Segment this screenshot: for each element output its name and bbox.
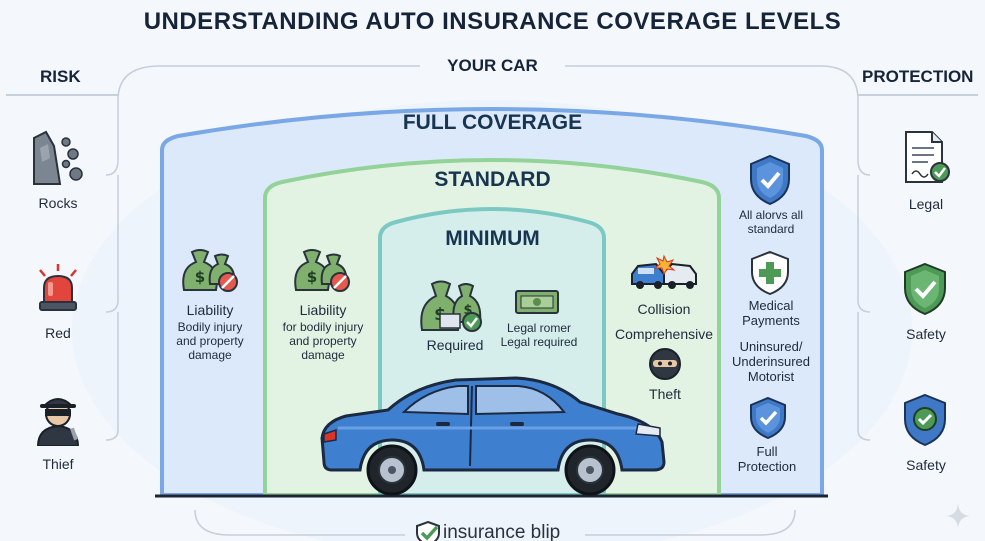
risk-label-rocks: Rocks [38,195,78,211]
svg-text:$: $ [463,303,472,318]
collision-icon [630,252,698,294]
comprehensive-label: Comprehensive [614,326,714,342]
shield-check-icon [748,396,788,440]
full-liability-title: Liability [186,302,234,318]
car-illustration [318,366,670,498]
rocks-icon [28,128,88,186]
cash-icon [514,288,560,316]
shield-check-icon [902,262,948,316]
siren-icon [32,262,84,312]
risk-label-thief: Thief [42,456,74,472]
svg-text:$: $ [195,268,205,286]
minimum-required-label: Required [426,337,484,353]
page-title: UNDERSTANDING AUTO INSURANCE COVERAGE LE… [143,8,842,35]
full-coverage-title: FULL COVERAGE [402,111,583,134]
full-liability-desc: Bodily injury and property damage [176,320,244,362]
money-bags-icon: $ [180,244,240,294]
your-car-header: YOUR CAR [447,56,538,75]
shield-check-icon [902,393,948,447]
medical-payments-label: Medical Payments [742,298,800,328]
theft-mask-icon [648,346,682,382]
risk-header: RISK [40,67,81,86]
protection-label-legal: Legal [908,196,944,212]
protection-label-safety-1: Safety [906,326,946,342]
medical-shield-icon [749,250,791,296]
uninsured-motorist-label: Uninsured/ Underinsured Motorist [731,339,811,384]
document-check-icon [900,128,952,188]
full-all-standard-text: All alorvs all standard [738,208,804,236]
brand-name: insurance blip [443,522,561,541]
sparkle-icon [946,504,970,528]
brand-logo: insurance blip [413,521,583,541]
money-bags-icon: $ [292,244,352,294]
standard-title: STANDARD [434,168,551,191]
protection-label-safety-2: Safety [906,457,946,473]
full-protection-label: Full Protection [737,444,797,474]
shield-check-icon [416,521,440,541]
protection-header: PROTECTION [862,67,974,86]
svg-text:$: $ [307,268,317,286]
money-bags-check-icon: $ $ [418,272,488,334]
minimum-legal-text: Legal romer Legal required [500,321,578,349]
thief-icon [30,392,86,447]
shield-check-icon [748,154,792,206]
minimum-title: MINIMUM [445,227,540,250]
theft-label: Theft [649,386,681,402]
standard-liability-desc: for bodily injury and property damage [282,320,364,362]
risk-label-red: Red [45,325,71,341]
standard-liability-title: Liability [299,302,347,318]
collision-label: Collision [637,301,691,317]
